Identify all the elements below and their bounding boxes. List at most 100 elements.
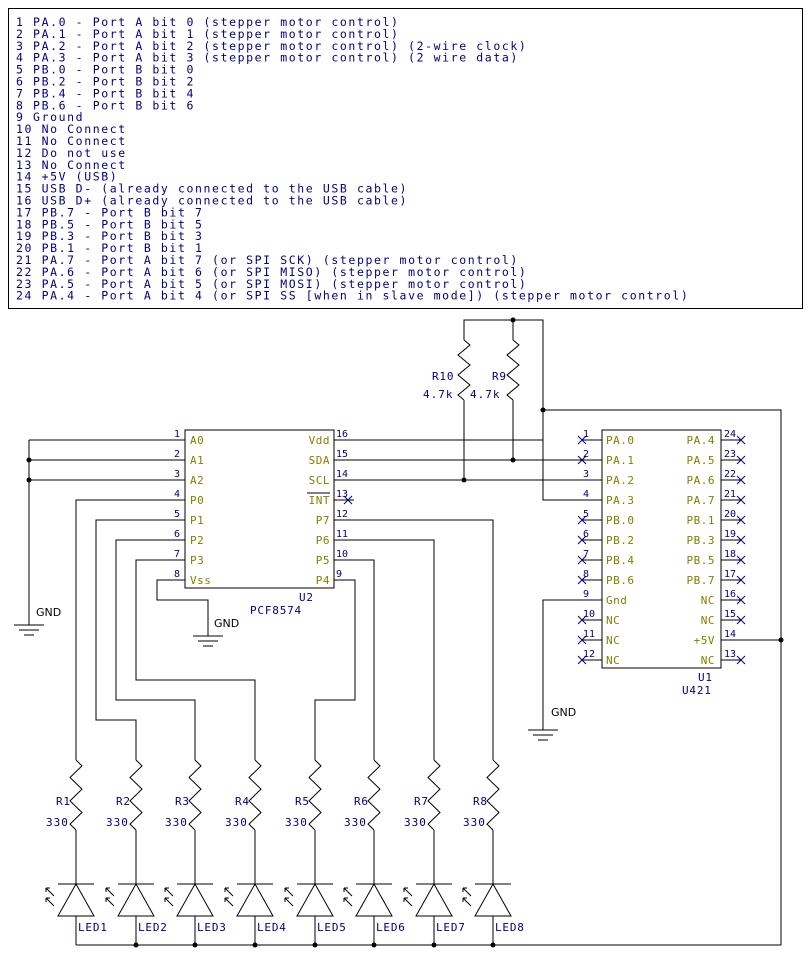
p3-wire xyxy=(135,559,256,760)
u1-pin-label: PA.3 xyxy=(606,494,635,507)
u2-pin-label: P2 xyxy=(190,534,204,547)
u1-pin-num: 14 xyxy=(724,629,736,640)
u1-pin-num: 17 xyxy=(724,569,736,580)
note-line: 18 PB.5 - Port B bit 5 xyxy=(16,217,204,231)
light-arrows-icon xyxy=(284,887,294,907)
u1-pin-num: 1 xyxy=(583,429,589,440)
note-line: 2 PA.1 - Port A bit 1 (stepper motor con… xyxy=(16,27,400,41)
u1-pin-num: 2 xyxy=(583,449,589,460)
no-connect-icon xyxy=(736,435,746,445)
vdd-rail xyxy=(76,409,782,946)
u1-pin-label: Gnd xyxy=(606,594,627,607)
note-line: 9 Ground xyxy=(16,110,84,124)
led-icon xyxy=(57,882,95,917)
led-icon xyxy=(355,882,393,917)
u2-pin-num: 12 xyxy=(336,509,348,520)
u1-pin-num: 23 xyxy=(724,449,736,460)
u2-pin-label: A0 xyxy=(190,434,204,447)
ground-symbols: GND GND GND xyxy=(14,606,576,741)
light-arrows-icon xyxy=(343,887,353,907)
p2-wire xyxy=(115,539,196,760)
no-connect-icon xyxy=(577,435,587,445)
u2-pin-num: 14 xyxy=(336,469,348,480)
resistor-value: 330 xyxy=(165,816,188,829)
no-connect-icon xyxy=(577,515,587,525)
gnd-label-3: GND xyxy=(551,706,576,719)
u1-pin-label: NC xyxy=(606,614,620,627)
junction xyxy=(371,942,377,948)
u2-pin-num: 6 xyxy=(174,529,180,540)
no-connect-icon xyxy=(736,455,746,465)
u2-pin-num: 8 xyxy=(174,569,180,580)
no-connect-icon xyxy=(577,555,587,565)
resistor-value: 330 xyxy=(225,816,248,829)
u1-pin-num: 20 xyxy=(724,509,736,520)
junction xyxy=(490,942,496,948)
u1-pin-num: 8 xyxy=(583,569,589,580)
note-line: 10 No Connect xyxy=(16,122,127,136)
u1-body xyxy=(601,429,722,669)
light-arrows-icon xyxy=(45,887,55,907)
resistor-ref: R2 xyxy=(116,795,131,808)
led-icon xyxy=(296,882,334,917)
u2-pin-label: P5 xyxy=(316,554,330,567)
note-line: 6 PB.2 - Port B bit 2 xyxy=(16,75,195,89)
u1-pin-label: PB.5 xyxy=(687,554,716,567)
resistor-icon xyxy=(188,759,202,831)
u2-pin-label: P7 xyxy=(316,514,330,527)
u1-pin-label: +5V xyxy=(694,634,715,647)
pullup-ref: R10 xyxy=(432,370,454,383)
note-line: 24 PA.4 - Port A bit 4 (or SPI SS [when … xyxy=(16,289,689,303)
u2-pin-label: A1 xyxy=(190,454,204,467)
resistor-ref: R4 xyxy=(235,795,250,808)
resistor-value: 330 xyxy=(344,816,367,829)
resistor-icon xyxy=(129,759,143,831)
resistor-icon xyxy=(457,339,471,401)
u1-pin-num: 4 xyxy=(583,489,589,500)
led-icon xyxy=(176,882,214,917)
u1-pin-label: NC xyxy=(701,594,715,607)
u2-pin-num: 1 xyxy=(174,429,180,440)
note-line: 1 PA.0 - Port A bit 0 (stepper motor con… xyxy=(16,15,400,29)
note-line: 13 No Connect xyxy=(16,158,127,172)
resistor-ref: R1 xyxy=(56,795,71,808)
resistor-ref: R8 xyxy=(473,795,488,808)
u2-pin-label: SCL xyxy=(309,474,330,487)
note-line: 17 PB.7 - Port B bit 7 xyxy=(16,205,204,219)
resistor-icon xyxy=(308,759,322,831)
u1-pin-num: 3 xyxy=(583,469,589,480)
u1-pin-num: 16 xyxy=(724,589,736,600)
note-line: 8 PB.6 - Port B bit 6 xyxy=(16,98,195,112)
resistor-icon xyxy=(248,759,262,831)
u2-pin-label: A2 xyxy=(190,474,204,487)
note-line: 16 USB D+ (already connected to the USB … xyxy=(16,194,408,208)
resistor-value: 330 xyxy=(106,816,129,829)
u1-pin-label: PA.2 xyxy=(606,474,635,487)
u1-pin-num: 12 xyxy=(583,649,595,660)
vss-wire xyxy=(156,579,209,636)
u1-pin-num: 9 xyxy=(583,589,589,600)
no-connect-icon xyxy=(577,615,587,625)
resistor-ref: R3 xyxy=(175,795,190,808)
u2-pin-label: P3 xyxy=(190,554,204,567)
junction xyxy=(312,942,318,948)
u2-pin-num: 10 xyxy=(336,549,348,560)
u2-pin-num: 9 xyxy=(336,569,342,580)
u2-pin-num: 15 xyxy=(336,449,348,460)
light-arrows-icon xyxy=(462,887,472,907)
u1-pin-num: 22 xyxy=(724,469,736,480)
u1-pin-label: PA.0 xyxy=(606,434,635,447)
led-icon xyxy=(236,882,274,917)
resistor-icon xyxy=(367,759,381,831)
led-ref: LED4 xyxy=(257,921,287,934)
u2-pin-num: 5 xyxy=(174,509,180,520)
no-connect-icon xyxy=(736,555,746,565)
note-line: 5 PB.0 - Port B bit 0 xyxy=(16,63,195,77)
pullup-ref: R9 xyxy=(492,370,507,383)
no-connect-icon xyxy=(736,655,746,665)
u1-pin-label: PB.3 xyxy=(687,534,716,547)
